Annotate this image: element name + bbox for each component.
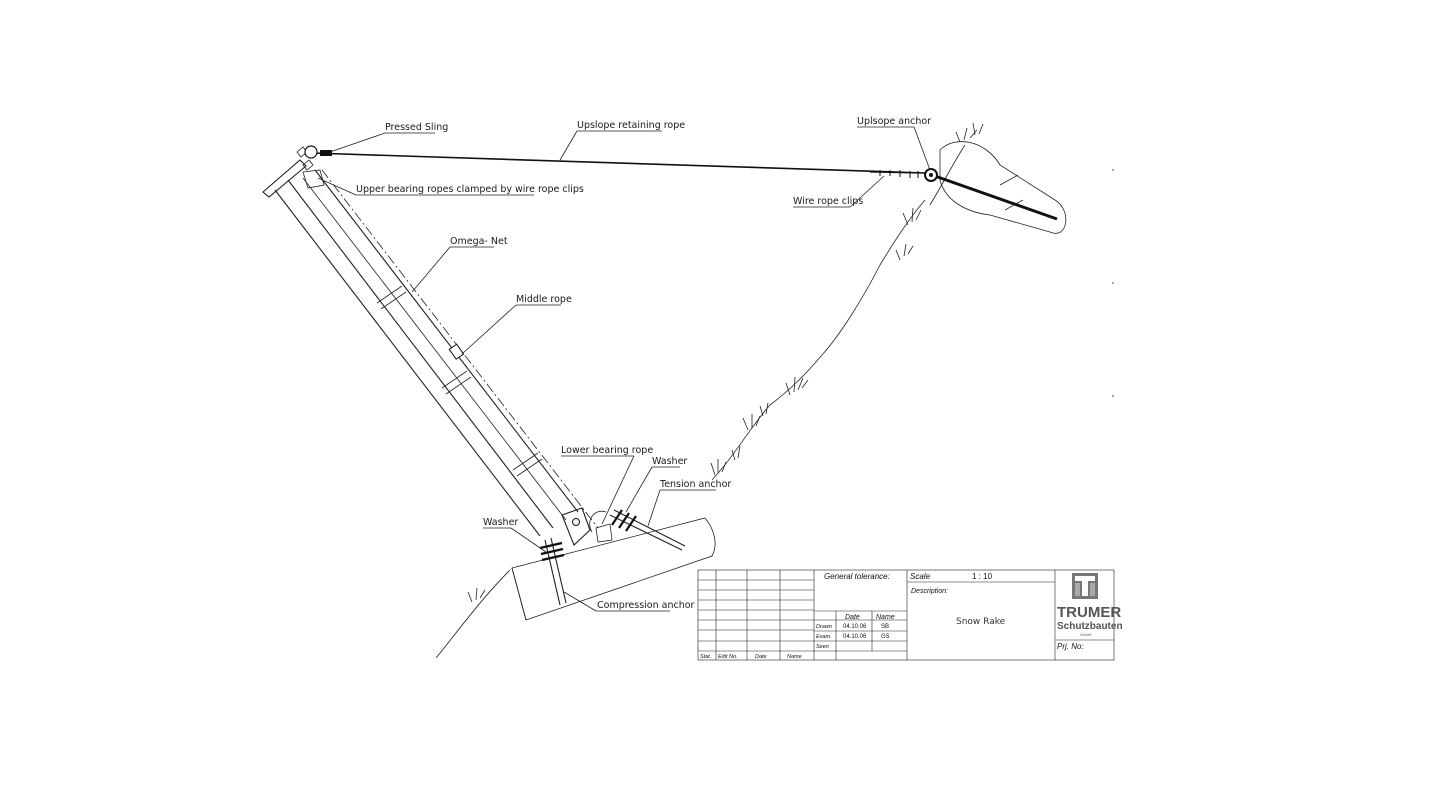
drawn-date: 04.10.06 xyxy=(843,624,867,630)
exam-name: GS xyxy=(881,634,890,640)
label-pressed-sling: Pressed Sling xyxy=(385,122,448,133)
seen-label: Seen xyxy=(816,644,829,650)
drawn-name: SB xyxy=(881,624,889,630)
description-label: Description: xyxy=(911,588,948,595)
description-value: Snow Rake xyxy=(956,617,1006,627)
margin-marks xyxy=(1112,169,1114,397)
label-tension-anchor: Tension anchor xyxy=(659,479,731,490)
slope-profile xyxy=(435,122,984,659)
rev-edit-header: Edit No. xyxy=(718,654,738,660)
rev-name-header: Name xyxy=(787,654,802,660)
label-upslope-retaining-rope: Upslope retaining rope xyxy=(577,120,685,131)
label-compression-anchor: Compression anchor xyxy=(597,600,695,611)
name-header: Name xyxy=(876,614,895,621)
rev-stat-header: Stat. xyxy=(700,654,711,660)
general-tolerance-label: General tolerance: xyxy=(824,572,890,581)
logo-text-trumer: TRUMER xyxy=(1057,604,1121,621)
label-wire-rope-clips: Wire rope clips xyxy=(793,196,863,207)
date-header: Date xyxy=(845,614,860,621)
upslope-retaining-rope xyxy=(311,150,926,178)
scale-value: 1 : 10 xyxy=(972,572,993,581)
labels: Pressed Sling Upslope retaining rope Upl… xyxy=(356,116,931,611)
exam-date: 04.10.06 xyxy=(843,634,867,640)
exam-label: Exam. xyxy=(816,634,832,640)
trumer-logo: TRUMER Schutzbauten GmbH xyxy=(1057,573,1123,637)
label-omega-net: Omega- Net xyxy=(450,236,508,247)
foundation xyxy=(511,509,716,621)
label-upslope-anchor: Uplsope anchor xyxy=(857,116,931,127)
label-lower-bearing-rope: Lower bearing rope xyxy=(561,445,653,456)
leader-lines xyxy=(317,126,931,612)
upslope-anchor xyxy=(924,141,1067,234)
label-middle-rope: Middle rope xyxy=(516,294,572,305)
project-number-label: Prj. No: xyxy=(1057,642,1084,651)
label-upper-bearing-ropes: Upper bearing ropes clamped by wire rope… xyxy=(356,184,584,195)
rake-frame xyxy=(262,145,613,546)
logo-text-gmbh: GmbH xyxy=(1080,632,1092,637)
title-block: General tolerance: Scale 1 : 10 Descript… xyxy=(697,569,1123,661)
label-washer-right: Washer xyxy=(652,456,687,467)
rev-date-header: Date xyxy=(755,654,767,660)
drawn-label: Drawn xyxy=(816,624,832,630)
label-washer-left: Washer xyxy=(483,517,518,528)
scale-label: Scale xyxy=(910,572,931,581)
logo-text-schutzbauten: Schutzbauten xyxy=(1057,621,1123,632)
